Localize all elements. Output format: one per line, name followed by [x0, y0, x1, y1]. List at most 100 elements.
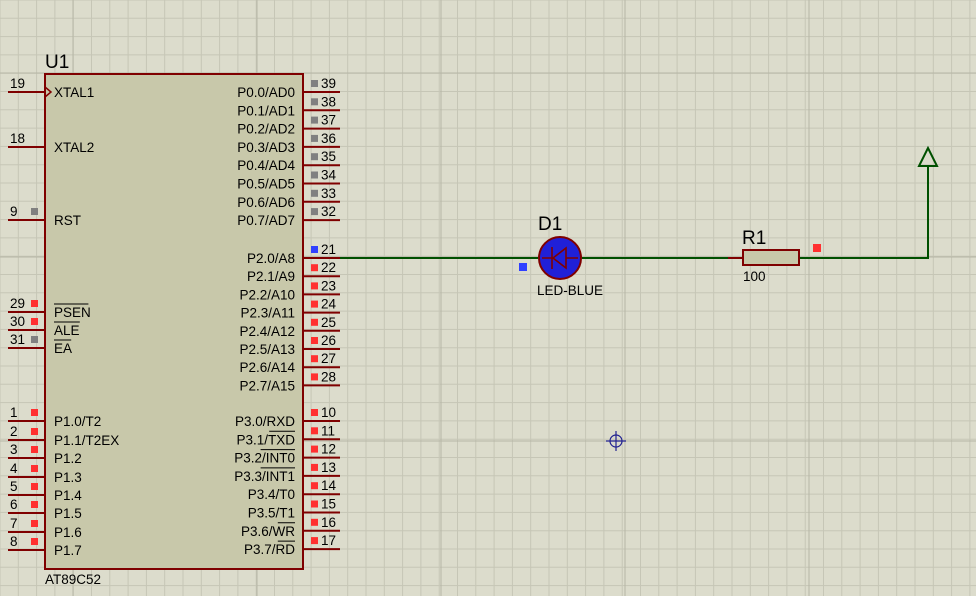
pin-number: 13	[321, 460, 336, 475]
pin-marker	[311, 337, 318, 344]
pin-7[interactable]: 7P1.6	[8, 516, 82, 540]
pin-marker	[311, 300, 318, 308]
pin-label: P0.2/AD2	[237, 122, 295, 137]
pin-marker	[311, 98, 318, 106]
pin-marker	[311, 373, 318, 381]
led-ref: D1	[538, 214, 562, 235]
power-terminal-arrow-icon	[917, 145, 939, 167]
pin-label: P3.1/TXD	[236, 432, 295, 447]
crosshair-cursor-icon	[606, 431, 626, 451]
pin-2[interactable]: 2P1.1/T2EX	[8, 424, 119, 448]
pin-label: P1.0/T2	[54, 414, 101, 429]
pin-number: 19	[10, 76, 25, 91]
right-pins: 39P0.0/AD038P0.1/AD137P0.2/AD236P0.3/AD3…	[234, 76, 340, 557]
pin-marker	[31, 538, 38, 545]
clock-marker-icon	[44, 86, 53, 98]
pin-label: P1.4	[54, 488, 82, 503]
pin-number: 35	[321, 149, 336, 164]
pin-marker	[311, 445, 318, 453]
pin-label: XTAL1	[54, 85, 94, 100]
resistor-r1[interactable]: R1 100	[728, 228, 821, 284]
pin-label: P2.0/A8	[247, 251, 295, 266]
pin-marker	[311, 153, 318, 161]
pin-number: 3	[10, 442, 18, 457]
pin-6[interactable]: 6P1.5	[8, 497, 82, 521]
pin-label: P3.2/INT0	[234, 451, 295, 466]
chip-body	[44, 73, 304, 570]
pin-marker	[31, 465, 38, 472]
pin-label: PSEN	[54, 305, 91, 320]
pin-label: P0.4/AD4	[237, 158, 295, 173]
pin-label: P1.1/T2EX	[54, 433, 119, 448]
pin-number: 7	[10, 516, 18, 531]
pin-label: P2.6/A14	[239, 360, 295, 375]
resistor-pin-marker	[813, 244, 821, 252]
led-value: LED-BLUE	[537, 283, 603, 298]
resistor-ref: R1	[742, 228, 766, 249]
pin-marker	[31, 483, 38, 490]
chip-part: AT89C52	[45, 572, 101, 587]
pin-5[interactable]: 5P1.4	[8, 479, 82, 503]
pin-number: 18	[10, 131, 25, 146]
pin-number: 16	[321, 515, 336, 530]
chip-ref: U1	[45, 52, 69, 73]
diode-symbol	[542, 246, 578, 270]
pin-number: 2	[10, 424, 18, 439]
led-d1[interactable]: D1 LED-BLUE	[519, 214, 603, 298]
pin-label: P0.6/AD6	[237, 195, 295, 210]
pin-label: P0.1/AD1	[237, 103, 295, 118]
pin-number: 17	[321, 533, 336, 548]
pin-number: 1	[10, 405, 18, 420]
pin-marker	[311, 171, 318, 179]
pin-1[interactable]: 1P1.0/T2	[8, 405, 101, 429]
pin-marker	[31, 318, 38, 325]
pin-8[interactable]: 8P1.7	[8, 534, 82, 558]
pin-marker	[311, 246, 318, 253]
pin-marker	[31, 208, 38, 215]
pin-4[interactable]: 4P1.3	[8, 461, 82, 485]
pin-label: P2.2/A10	[239, 287, 295, 302]
pin-marker	[311, 500, 318, 508]
power-terminal[interactable]	[917, 145, 939, 167]
pin-marker	[311, 189, 318, 197]
pin-marker	[31, 300, 38, 307]
pin-3[interactable]: 3P1.2	[8, 442, 82, 466]
pin-marker	[311, 116, 318, 124]
resistor-icon	[742, 249, 800, 266]
pin-label: P0.7/AD7	[237, 213, 295, 228]
pin-marker	[311, 355, 318, 363]
pin-number: 6	[10, 497, 18, 512]
